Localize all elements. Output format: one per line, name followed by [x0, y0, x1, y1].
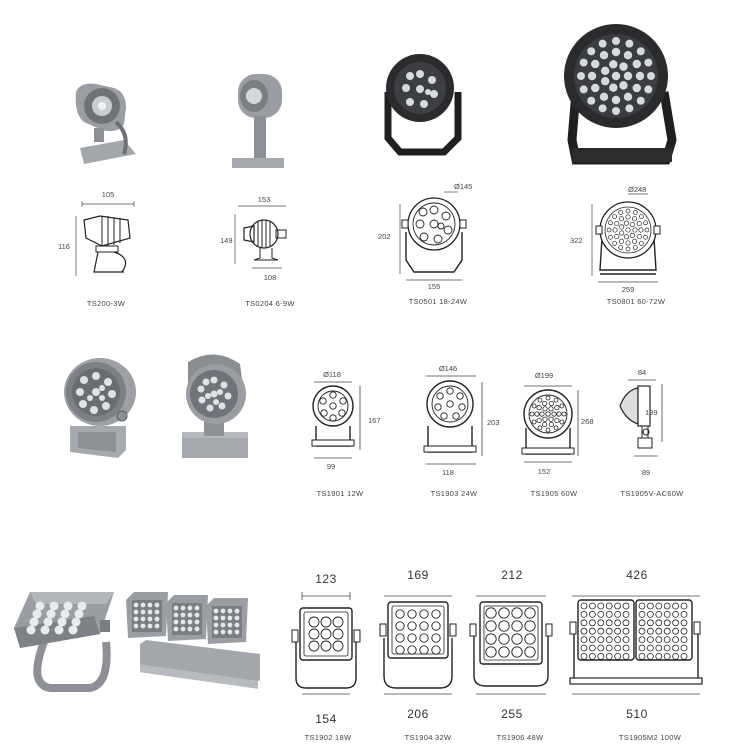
ts1903-drawing [423, 375, 483, 465]
ts0204-height-dim: 149 [220, 236, 233, 245]
ts1905m2-drawing [569, 595, 703, 695]
ts1905m2-top-dim: 426 [626, 568, 648, 582]
ts1901-photo [64, 358, 136, 458]
caption-ts1905m2: TS1905M2 100W [618, 733, 682, 742]
caption-ts1901: TS1901 12W [316, 489, 364, 498]
ts1905-diameter-dim: Ø199 [534, 371, 554, 380]
ts0801-width-dim: 259 [621, 285, 635, 294]
ts1905v-height-dim: 199 [645, 408, 658, 417]
caption-ts0204: TS0204 6-9W [245, 299, 295, 308]
caption-ts1906: TS1906 48W [496, 733, 544, 742]
ts1902-drawing [291, 592, 361, 695]
ts1902-top-dim: 123 [315, 572, 337, 586]
ts1903-photo [182, 354, 248, 458]
ts0801-diameter-dim: Ø248 [628, 185, 647, 194]
ts0204-drawing [234, 205, 287, 269]
ts1901-height-dim: 167 [368, 416, 381, 425]
ts1906-drawing [469, 595, 553, 695]
ts1901-drawing [311, 381, 361, 459]
ts1904-top-dim: 169 [407, 568, 429, 582]
ts0204-width-dim: 153 [257, 195, 271, 204]
caption-ts1905: TS1905 60W [530, 489, 578, 498]
ts1903-height-dim: 203 [487, 418, 500, 427]
ts0501-diameter-dim: Ø145 [454, 182, 473, 191]
ts1905m2-bottom-dim: 510 [626, 707, 648, 721]
ts1905v-drawing [619, 379, 663, 457]
caption-ts1903: TS1903 24W [430, 489, 478, 498]
ts1903-width-dim: 118 [442, 468, 454, 477]
ts1901-width-dim: 99 [326, 462, 336, 471]
caption-ts0501: TS0501 18-24W [408, 297, 468, 306]
ts1905-drawing [521, 385, 579, 463]
ts0501-photo [384, 54, 462, 156]
ts0204-photo [232, 74, 284, 168]
ts200-photo [75, 83, 136, 164]
ts1904-drawing [379, 595, 457, 695]
ts200-drawing [75, 201, 135, 276]
ts0801-drawing [591, 193, 661, 283]
ts200-width-dim: 105 [101, 190, 115, 199]
ts0801-height-dim: 322 [570, 236, 583, 245]
caption-ts1905v: TS1905V-AC60W [620, 489, 684, 498]
ts0501-drawing [399, 191, 467, 281]
caption-ts200: TS200-3W [86, 299, 126, 308]
ts1905-width-dim: 152 [537, 467, 551, 476]
ts1905v-top-dim: 84 [637, 368, 647, 377]
ts1903-diameter-dim: Ø146 [438, 364, 458, 373]
ts1902-bottom-dim: 154 [315, 712, 337, 726]
ts1902-photo [14, 592, 114, 692]
ts0801-photo [564, 24, 677, 165]
ts1901-diameter-dim: Ø118 [323, 370, 341, 379]
ts1904-triple-photo [126, 592, 260, 689]
ts0501-height-dim: 202 [378, 232, 391, 241]
ts1904-bottom-dim: 206 [407, 707, 429, 721]
ts0204-base-dim: 108 [263, 273, 277, 282]
ts1905-height-dim: 268 [581, 417, 594, 426]
ts1905v-width-dim: 89 [641, 468, 651, 477]
ts1906-top-dim: 212 [501, 568, 523, 582]
ts200-height-dim: 116 [58, 242, 70, 251]
ts1906-bottom-dim: 255 [501, 707, 523, 721]
caption-ts0801: TS0801 60-72W [606, 297, 666, 306]
caption-ts1904: TS1904 32W [404, 733, 452, 742]
caption-ts1902: TS1902 18W [304, 733, 352, 742]
ts0501-width-dim: 155 [427, 282, 441, 291]
